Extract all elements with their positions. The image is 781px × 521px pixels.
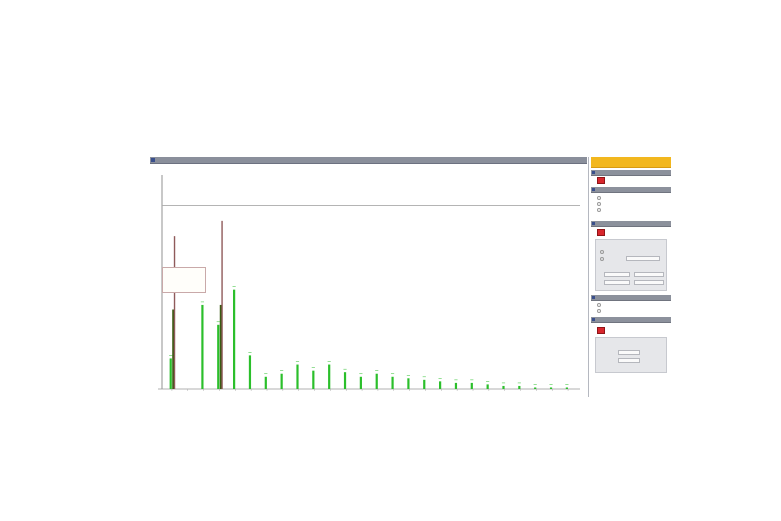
bar-0-14[interactable] xyxy=(391,376,394,389)
bar-0-3[interactable] xyxy=(217,324,220,389)
settings-group xyxy=(595,239,667,291)
bar-2-0[interactable] xyxy=(173,236,176,389)
chart-window-titlebar[interactable] xyxy=(150,157,587,164)
option-radio[interactable] xyxy=(597,202,602,206)
bar-0-19[interactable] xyxy=(470,382,473,389)
section-icon xyxy=(592,318,595,321)
bar-2-3[interactable] xyxy=(221,220,223,389)
bar-1-0[interactable] xyxy=(172,309,175,389)
bar-0-24[interactable] xyxy=(549,387,553,389)
bar-0-0[interactable] xyxy=(169,358,172,389)
option-radio[interactable] xyxy=(597,303,602,307)
color-swatch-icon[interactable] xyxy=(597,229,605,236)
bar-0-2[interactable] xyxy=(201,304,204,389)
bar-0-5[interactable] xyxy=(248,355,252,389)
bar-0-16[interactable] xyxy=(423,379,426,389)
bar-0-7[interactable] xyxy=(280,373,283,389)
bar-chart[interactable] xyxy=(150,165,587,397)
bar-0-9[interactable] xyxy=(312,370,315,389)
bar-0-12[interactable] xyxy=(359,376,362,389)
bottom-field[interactable] xyxy=(618,358,640,363)
range-min-field[interactable] xyxy=(604,272,630,277)
color-swatch-icon[interactable] xyxy=(597,177,605,184)
bar-0-23[interactable] xyxy=(534,387,537,389)
color-swatch-icon[interactable] xyxy=(597,327,605,334)
section-header[interactable] xyxy=(591,317,671,323)
options-sidebar xyxy=(588,157,673,397)
option-radio[interactable] xyxy=(597,208,602,212)
window-icon xyxy=(151,158,155,162)
value-field[interactable] xyxy=(626,256,660,261)
data-tooltip xyxy=(162,267,206,293)
option-radio[interactable] xyxy=(597,196,602,200)
section-header[interactable] xyxy=(591,170,671,176)
bar-0-17[interactable] xyxy=(439,381,442,389)
section-icon xyxy=(592,222,595,225)
limit-field[interactable] xyxy=(634,280,664,285)
section-icon xyxy=(592,171,595,174)
bar-0-6[interactable] xyxy=(264,376,267,389)
bar-0-20[interactable] xyxy=(486,384,489,389)
radio-option[interactable] xyxy=(600,257,605,261)
bar-0-25[interactable] xyxy=(565,387,568,389)
radio-option[interactable] xyxy=(600,250,605,254)
step-field[interactable] xyxy=(604,280,630,285)
section-header[interactable] xyxy=(591,295,671,301)
range-max-field[interactable] xyxy=(634,272,664,277)
bottom-field[interactable] xyxy=(618,350,640,355)
bar-0-13[interactable] xyxy=(375,373,378,389)
bar-0-10[interactable] xyxy=(328,364,331,389)
bar-0-21[interactable] xyxy=(502,385,505,389)
bar-0-11[interactable] xyxy=(343,372,347,389)
settings-group-bottom xyxy=(595,337,667,373)
active-panel-header[interactable] xyxy=(591,157,671,168)
bar-0-8[interactable] xyxy=(296,364,299,389)
bar-0-18[interactable] xyxy=(454,382,458,389)
chart-bars xyxy=(169,220,569,389)
bar-1-3[interactable] xyxy=(219,304,222,389)
section-icon xyxy=(592,296,595,299)
x-ticks xyxy=(171,389,569,391)
section-icon xyxy=(592,188,595,191)
option-radio[interactable] xyxy=(597,309,602,313)
section-header[interactable] xyxy=(591,187,671,193)
bar-0-4[interactable] xyxy=(233,289,236,389)
section-header[interactable] xyxy=(591,221,671,227)
chart-application-window xyxy=(150,157,673,397)
bar-0-22[interactable] xyxy=(518,385,521,389)
bar-0-15[interactable] xyxy=(407,378,410,389)
